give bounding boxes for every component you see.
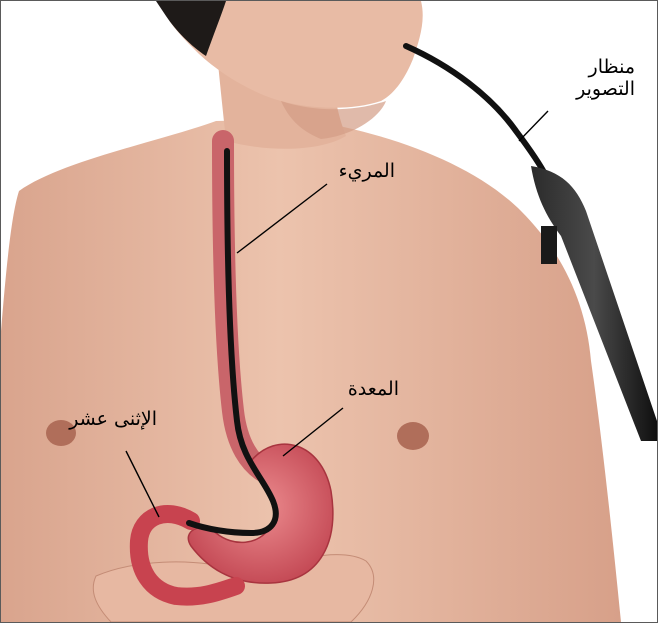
esophagus-label: المريء: [339, 161, 395, 183]
right-nipple: [397, 422, 429, 450]
endoscope-label: منظار التصوير: [576, 57, 635, 101]
duodenum-label: الإثنى عشر: [69, 409, 157, 431]
stomach-label: المعدة: [348, 379, 399, 401]
endoscope-leader-line: [519, 111, 548, 141]
endoscope-valve: [541, 226, 557, 264]
